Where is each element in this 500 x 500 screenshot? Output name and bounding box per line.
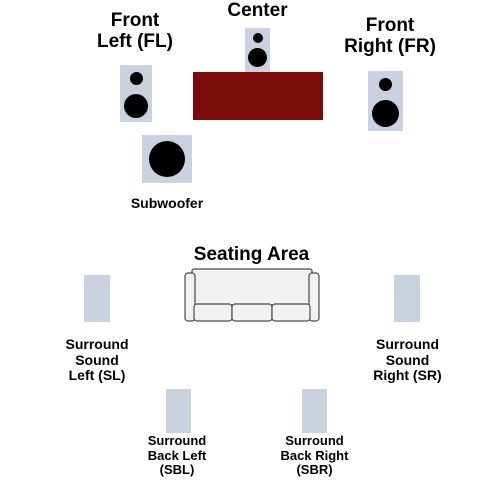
subwoofer-driver-icon: [149, 141, 185, 177]
surround-back-right-label: Surround Back Right (SBR): [280, 433, 349, 478]
tv-screen: [193, 72, 323, 120]
center-tweeter-icon: [252, 33, 263, 43]
surround-left-label: Surround Sound Left (SL): [65, 336, 129, 384]
couch-cushion-middle: [231, 303, 273, 322]
couch-cushion-right: [271, 303, 311, 322]
seating-area-label: Seating Area: [193, 244, 310, 265]
front-right-label: Front Right (FR): [344, 15, 436, 58]
couch-backrest: [191, 268, 313, 306]
front-right-woofer-icon: [372, 100, 399, 127]
front-left-speaker: [120, 65, 152, 122]
front-left-tweeter-icon: [130, 72, 143, 85]
surround-left-speaker: [84, 275, 110, 322]
front-left-label: Front Left (FL): [97, 10, 173, 53]
subwoofer: [142, 135, 192, 183]
center-woofer-icon: [248, 48, 267, 67]
couch: [184, 268, 320, 322]
surround-right-speaker: [394, 275, 420, 322]
center-speaker: [245, 28, 270, 72]
front-left-woofer-icon: [124, 94, 148, 118]
surround-back-left-label: Surround Back Left (SBL): [147, 433, 207, 478]
surround-back-left-speaker: [166, 389, 191, 433]
subwoofer-label: Subwoofer: [130, 195, 204, 211]
surround-back-right-speaker: [302, 389, 327, 433]
center-label: Center: [227, 0, 288, 21]
couch-cushion-left: [193, 303, 233, 322]
front-right-tweeter-icon: [379, 78, 392, 91]
surround-right-label: Surround Sound Right (SR): [373, 336, 442, 384]
couch-armrest-right: [308, 272, 320, 322]
couch-armrest-left: [184, 272, 196, 322]
front-right-speaker: [368, 71, 403, 131]
